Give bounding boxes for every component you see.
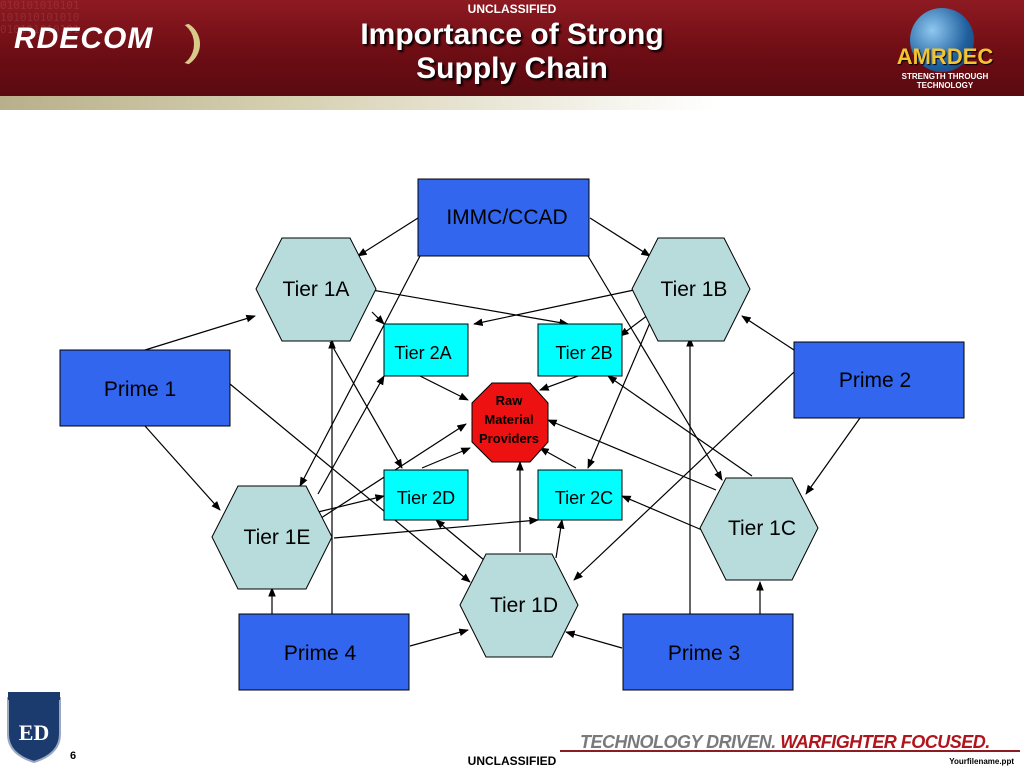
footer-rule [560, 750, 1020, 752]
arrow-tier1e-tier2a [317, 375, 385, 495]
tier-1e-label: Tier 1E [244, 526, 311, 549]
tier-1c-hexagon: Tier 1C [699, 477, 819, 581]
raw-label-line1: Raw [496, 393, 524, 408]
arrow-prime2-tier1b [741, 315, 795, 351]
prime-4-box: Prime 4 [238, 613, 410, 691]
rdecom-swoosh-icon [150, 20, 200, 68]
prime-3-label: Prime 3 [668, 642, 740, 665]
arrow-tier1a-tier2d [329, 341, 403, 469]
amrdec-tagline: STRENGTH THROUGH TECHNOLOGY [901, 72, 989, 90]
connectors [144, 217, 861, 649]
arrow-tier2d-raw [421, 447, 471, 469]
tier-2b-label: Tier 2B [555, 343, 612, 363]
arrow-tier1d-tier2d [435, 519, 485, 561]
arrow-prime1-tier1d [229, 383, 471, 583]
arrow-tier1b-tier2a [473, 289, 635, 326]
title-line-2: Supply Chain [416, 52, 608, 85]
arrow-tier1a-tier2a [371, 311, 385, 325]
emblem-letters: ED [19, 720, 50, 745]
tier-2b-box: Tier 2B [537, 323, 623, 377]
binary-pattern: 010101010101 101010101010 010101010101 [0, 0, 80, 36]
slide-title: Importance of Strong Supply Chain [200, 18, 824, 86]
tagline-part-2: WARFIGHTER FOCUSED. [780, 732, 990, 752]
arrow-tier1e-tier2c [333, 516, 539, 539]
tier-1b-hexagon: Tier 1B [631, 237, 751, 342]
tier-1a-label: Tier 1A [283, 278, 350, 301]
tagline-part-1: TECHNOLOGY DRIVEN. [580, 732, 776, 752]
classification-bottom: UNCLASSIFIED [467, 754, 557, 768]
tier-1a-hexagon: Tier 1A [255, 237, 377, 342]
tier-1d-label: Tier 1D [490, 594, 558, 617]
arrow-tier1c-raw [547, 419, 717, 491]
prime-4-label: Prime 4 [284, 642, 357, 665]
engineering-directorate-emblem: ED [7, 692, 61, 764]
arrow-tier1c-tier2b [607, 375, 753, 477]
arrow-immc-tier1c [587, 255, 723, 481]
amrdec-logo: AMRDEC STRENGTH THROUGH TECHNOLOGY [880, 8, 1010, 92]
arrow-tier2c-raw [539, 447, 577, 469]
arrow-prime1-tier1a [144, 314, 256, 351]
raw-material-octagon: Raw Material Providers [471, 382, 549, 463]
globe-icon [910, 8, 974, 72]
arrow-tier2b-raw [539, 375, 579, 391]
raw-label-line3: Providers [479, 431, 539, 446]
tier-1b-label: Tier 1B [661, 278, 728, 301]
header-stripe [0, 96, 1024, 110]
raw-label-line2: Material [484, 412, 533, 427]
arrow-prime2-tier1c [805, 417, 861, 495]
rdecom-logo: RDECOM [14, 22, 154, 55]
tier-2c-label: Tier 2C [555, 488, 613, 508]
arrow-prime4-tier1d [409, 628, 469, 647]
arrow-prime2-tier1d [573, 371, 795, 581]
immc-label: IMMC/CCAD [446, 206, 567, 229]
tier-2d-label: Tier 2D [397, 488, 455, 508]
immc-box: IMMC/CCAD [417, 178, 590, 257]
header-banner: 010101010101 101010101010 010101010101 R… [0, 0, 1024, 96]
tier-1e-hexagon: Tier 1E [211, 485, 333, 590]
arrow-tier1c-tier2c [621, 495, 703, 531]
prime-2-box: Prime 2 [793, 341, 965, 419]
title-line-1: Importance of Strong [360, 18, 664, 51]
page-number: 6 [70, 750, 77, 762]
prime-1-label: Prime 1 [104, 378, 176, 401]
arrow-tier1e-tier2d [317, 494, 385, 513]
tier-2c-box: Tier 2C [537, 469, 623, 521]
tier-1c-label: Tier 1C [728, 517, 796, 540]
arrow-prime3-tier1d [565, 630, 623, 649]
file-name: Yourfilename.ppt [949, 757, 1014, 766]
arrow-tier1b-tier2c [587, 317, 653, 469]
arrow-immc-tier1b [589, 217, 651, 257]
classification-top: UNCLASSIFIED [467, 2, 557, 16]
arrow-immc-tier1a [357, 217, 419, 257]
arrow-tier1d-tier2c [555, 519, 565, 559]
prime-3-box: Prime 3 [622, 613, 794, 691]
arrow-tier1a-tier2b [371, 289, 569, 327]
prime-2-label: Prime 2 [839, 369, 911, 392]
tier-2a-label: Tier 2A [394, 343, 451, 363]
arrow-tier2a-raw [419, 375, 469, 401]
amrdec-wordmark: AMRDEC [896, 44, 994, 69]
prime-1-box: Prime 1 [59, 349, 231, 427]
tier-2d-box: Tier 2D [383, 469, 469, 521]
tier-1d-hexagon: Tier 1D [459, 553, 579, 658]
footer-tagline: TECHNOLOGY DRIVEN. WARFIGHTER FOCUSED. [580, 732, 990, 753]
arrow-prime1-tier1e [144, 425, 221, 511]
tier-2a-box: Tier 2A [383, 323, 469, 377]
